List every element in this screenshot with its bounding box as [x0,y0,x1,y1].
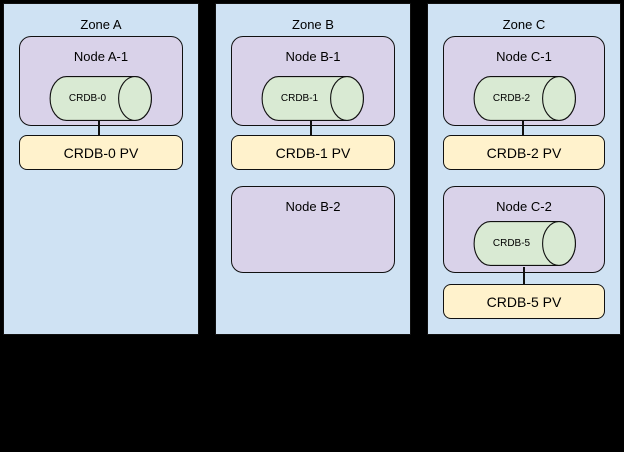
db-label: CRDB-0 [68,93,107,104]
pv-label: CRDB-0 PV [63,144,139,161]
db-label: CRDB-2 [492,93,531,104]
pv-box: CRDB-1 PV [231,135,395,170]
node-title: Node C-2 [496,199,552,214]
node-title: Node A-1 [73,49,129,64]
db-label: CRDB-5 [492,238,531,249]
node-c-2: Node C-2 CRDB-5 [443,186,605,273]
db-cylinder: CRDB-1 [261,76,364,121]
database-cylinder-icon [473,76,576,121]
node-title: Node B-2 [285,199,341,214]
db-label: CRDB-1 [280,93,319,104]
pv-box: CRDB-2 PV [443,135,605,170]
zone-title: Zone B [292,17,334,32]
zone-title: Zone C [502,17,546,32]
connector-line [310,121,312,137]
node-b-1: Node B-1 CRDB-1 [231,36,395,126]
connector-line [523,267,525,285]
connector-line [98,121,100,137]
node-title: Node B-1 [285,49,341,64]
database-cylinder-icon [49,76,152,121]
node-a-1: Node A-1 CRDB-0 [19,36,183,126]
database-cylinder-icon [261,76,364,121]
node-c-1: Node C-1 CRDB-2 [443,36,605,126]
zone-b: Zone B Node B-1 CRDB-1 CRDB-1 PV Node B-… [215,3,411,335]
connector-line [522,121,524,137]
pv-label: CRDB-1 PV [275,144,351,161]
pv-box: CRDB-0 PV [19,135,183,170]
node-b-2: Node B-2 [231,186,395,273]
pv-label: CRDB-5 PV [486,293,562,310]
database-cylinder-icon [473,221,576,266]
zone-c: Zone C Node C-1 CRDB-2 CRDB-2 PV Node C-… [427,3,621,335]
db-cylinder: CRDB-5 [473,221,576,266]
db-cylinder: CRDB-0 [49,76,152,121]
zone-a: Zone A Node A-1 CRDB-0 CRDB-0 PV [3,3,199,335]
node-title: Node C-1 [496,49,552,64]
zone-title: Zone A [80,17,122,32]
db-cylinder: CRDB-2 [473,76,576,121]
pv-label: CRDB-2 PV [486,144,562,161]
pv-box: CRDB-5 PV [443,284,605,319]
